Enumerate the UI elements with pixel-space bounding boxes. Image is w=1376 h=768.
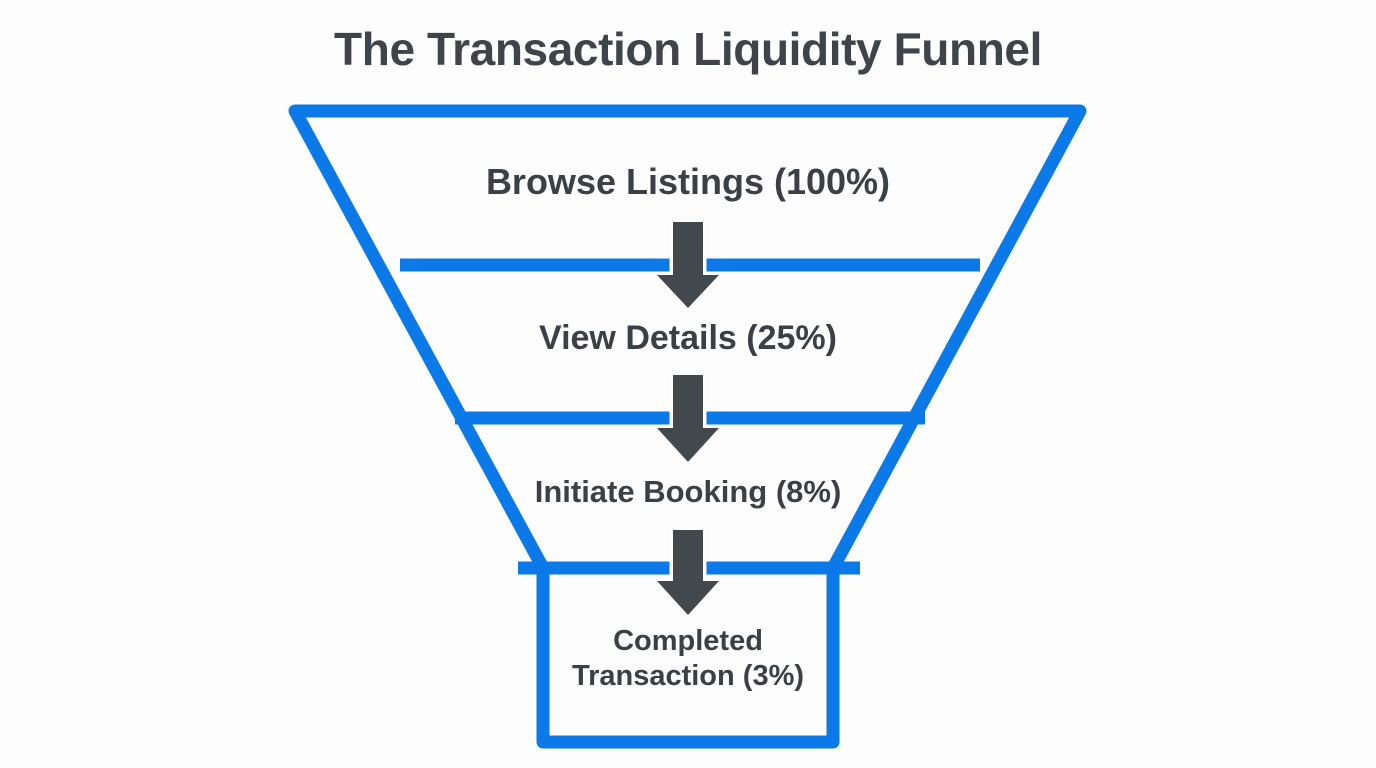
funnel-stage-label-browse-listings: Browse Listings (100%) (485, 161, 891, 202)
arrow-down-icon-fill (657, 222, 719, 308)
funnel-stage-label-initiate-booking: Initiate Booking (8%) (534, 474, 842, 509)
page-title: The Transaction Liquidity Funnel (334, 23, 1042, 75)
funnel-stage-label-completed-transaction: Completed Transaction (3%) (571, 625, 805, 693)
arrow-down-icon-fill (657, 375, 719, 462)
funnel-stage-label-view-details: View Details (25%) (539, 319, 837, 357)
arrow-down-icon-fill (657, 530, 719, 615)
